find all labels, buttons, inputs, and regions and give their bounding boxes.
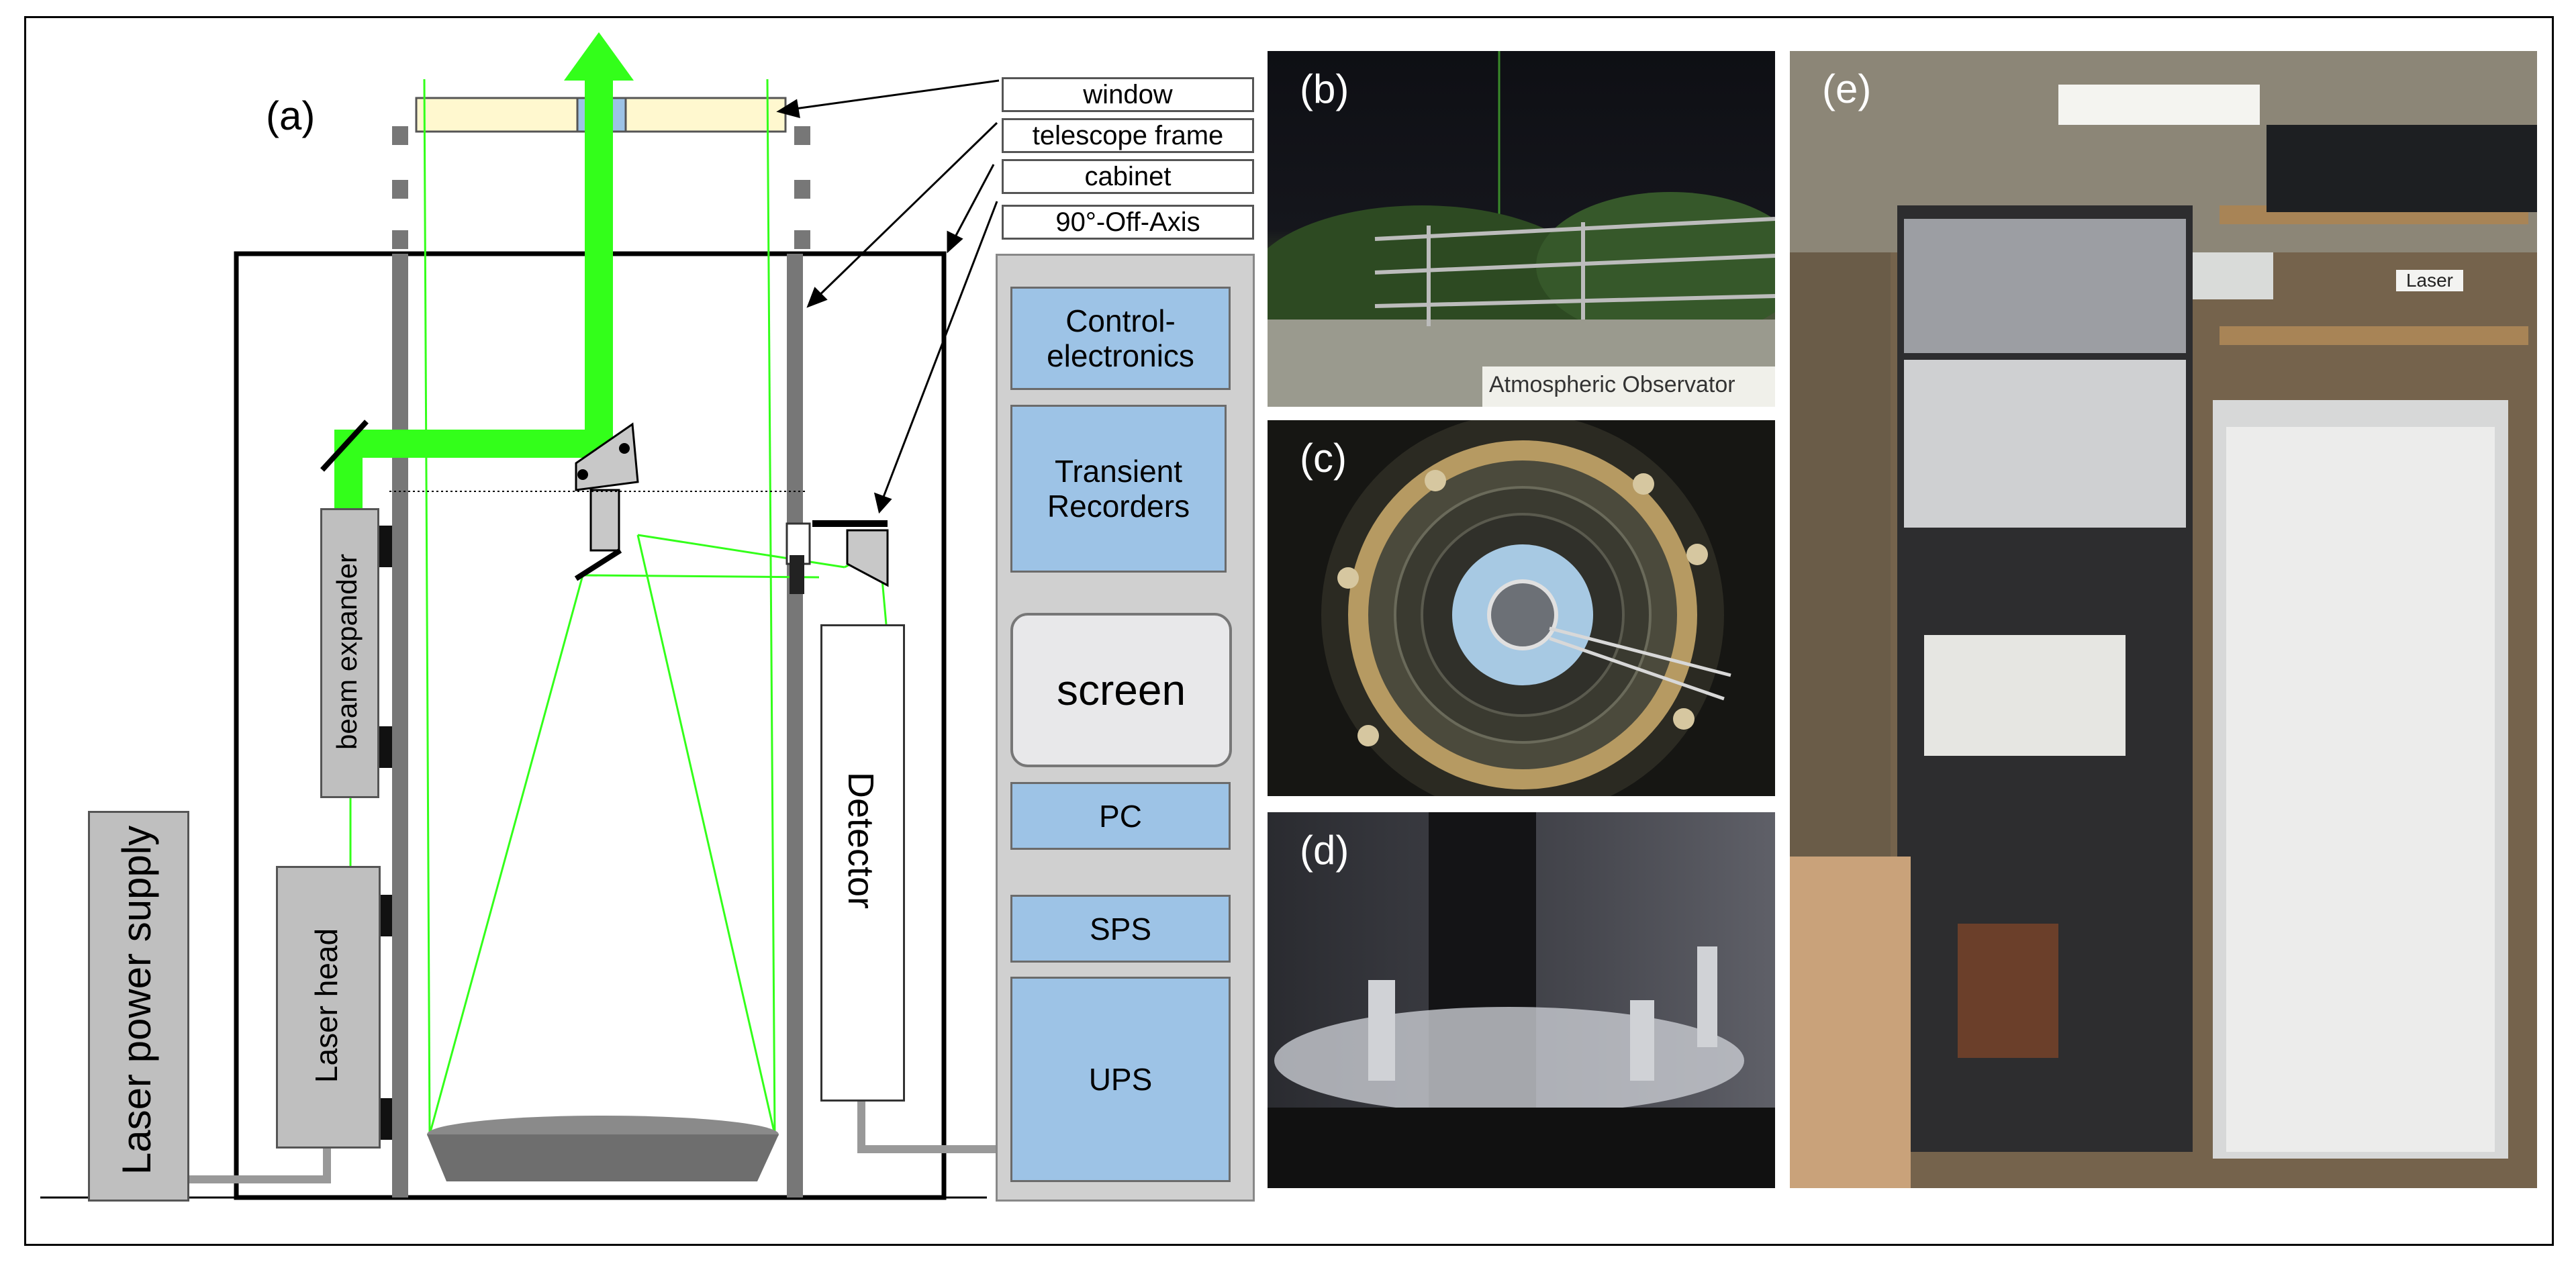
figure-border — [24, 16, 2554, 1246]
detector — [820, 624, 905, 1102]
laser-head — [276, 866, 381, 1149]
detector-label: Detector — [841, 771, 881, 910]
panel-label-a: (a) — [266, 93, 316, 138]
panel-label-b: (b) — [1300, 66, 1349, 111]
laser-beam — [334, 32, 634, 520]
telescope-frame-left-rod — [392, 254, 408, 1198]
off-axis-mirror — [575, 422, 639, 491]
mount-clips — [377, 526, 392, 1140]
laser-power-supply — [88, 811, 189, 1202]
legend-cabinet: cabinet — [1002, 159, 1254, 194]
power-cable — [185, 1141, 331, 1183]
legend-telescope-frame: telescope frame — [1002, 118, 1254, 153]
off-axis-block-dark — [790, 555, 804, 594]
beam-expander-label: beam expander — [331, 554, 363, 750]
control-electronics-module: Control-electronics — [1010, 287, 1231, 390]
laser-head-label: Laser head — [309, 928, 344, 1083]
observatory-sign: Atmospheric Observator — [1489, 372, 1735, 397]
photo-d-scene — [1268, 812, 1775, 1188]
secondary-mirror — [574, 548, 622, 581]
panel-label-e: (e) — [1822, 66, 1872, 111]
panel-label-c: (c) — [1300, 436, 1347, 481]
transient-recorders-module: Transient Recorders — [1010, 405, 1227, 573]
legend-off-axis: 90°-Off-Axis — [1002, 205, 1254, 240]
legend-arrows — [776, 79, 1000, 514]
photo-b-scene — [1268, 51, 1775, 407]
photo-c-scene — [1321, 420, 1731, 796]
steering-mirror — [320, 420, 369, 472]
mirror-mount — [589, 489, 620, 552]
laser-sticker: Laser — [2396, 270, 2463, 291]
sps-module: SPS — [1010, 895, 1231, 963]
primary-mirror-body — [427, 1134, 779, 1181]
panel-label-d: (d) — [1300, 828, 1349, 873]
telescope-frame-dashes — [392, 126, 810, 249]
photo-e-scene — [1790, 51, 2537, 1188]
photo-e-lidar-rack: (e) Laser — [1790, 51, 2537, 1188]
laser-power-supply-label: Laser power supply — [114, 825, 159, 1175]
telescope-frame-right-rod — [787, 254, 803, 1198]
field-of-view-lines — [349, 79, 888, 1135]
photo-d-mirror-mount: (d) — [1268, 812, 1775, 1188]
ups-module: UPS — [1010, 977, 1231, 1182]
screen-module: screen — [1010, 613, 1232, 767]
pc-module: PC — [1010, 782, 1231, 850]
legend-window: window — [1002, 77, 1254, 112]
photo-c-telescope-top: (c) — [1268, 420, 1775, 796]
photo-b-observatory: (b) Atmospheric Observator — [1268, 51, 1775, 407]
off-axis-prism — [846, 529, 889, 587]
beam-expander — [320, 508, 379, 798]
detector-cable — [857, 1098, 996, 1153]
